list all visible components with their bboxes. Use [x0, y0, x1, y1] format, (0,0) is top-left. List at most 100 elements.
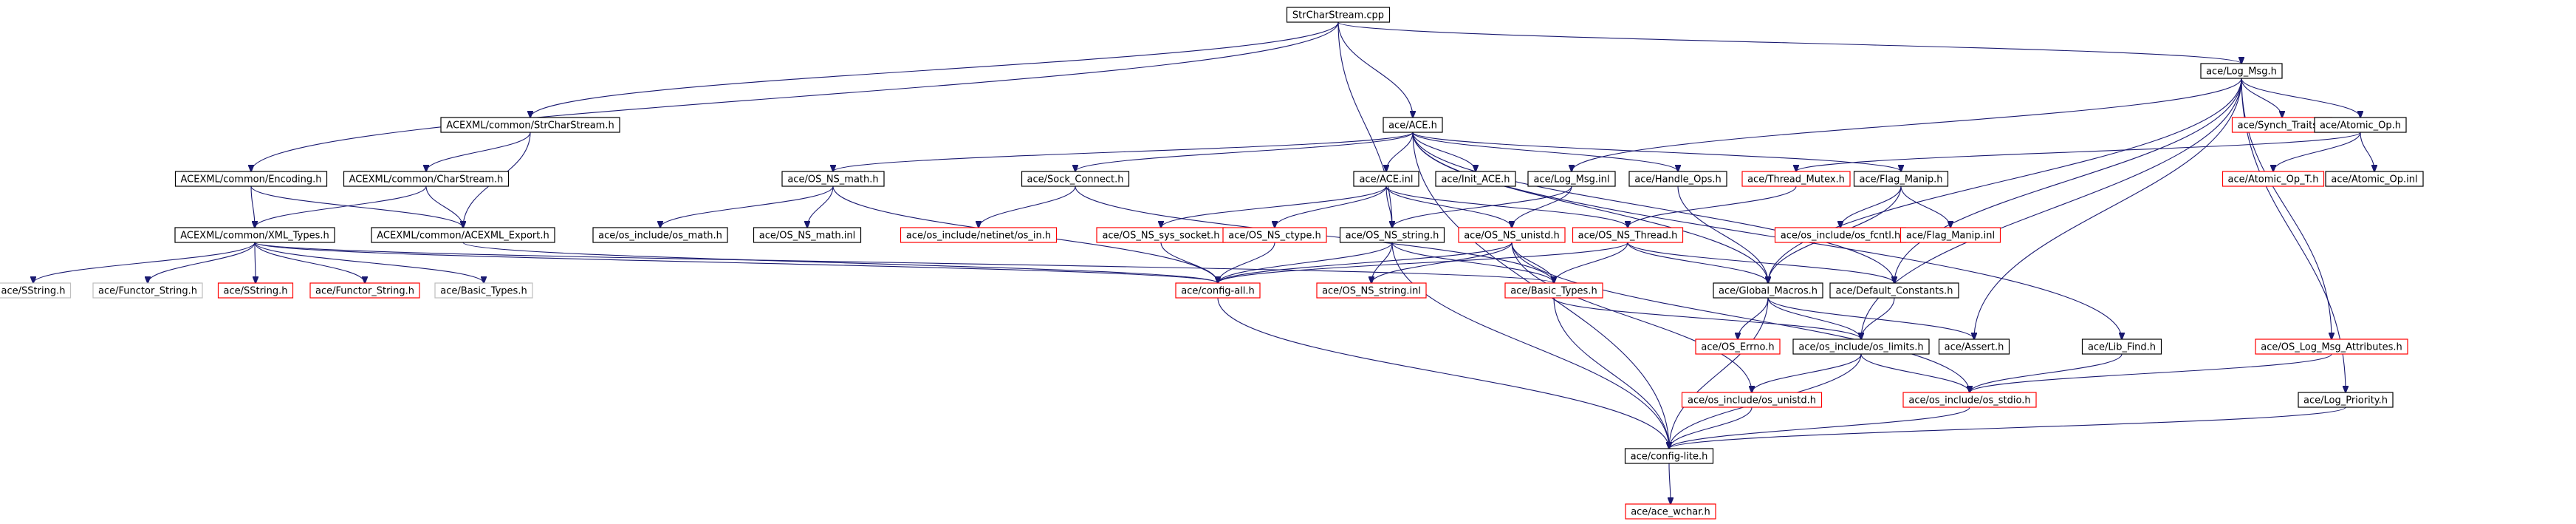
- node-os-errno-h[interactable]: ace/OS_Errno.h: [1695, 338, 1781, 355]
- node-box: [1316, 282, 1427, 299]
- edge-acexml_xml_types_h-to-functor_string_h: [254, 242, 365, 283]
- node-os-ns-string-inl[interactable]: ace/OS_NS_string.inl: [1316, 282, 1427, 299]
- node-atomic-op-inl[interactable]: ace/Atomic_Op.inl: [2325, 171, 2424, 187]
- node-label: ace/Handle_Ops.h: [1634, 174, 1721, 186]
- node-basic-types-h-grey[interactable]: ace/Basic_Types.h: [434, 282, 533, 299]
- edge-log_msg_h-to-synch_traits_h: [2241, 78, 2282, 118]
- edge-atomic_op_h-to-atomic_op_inl: [2360, 132, 2374, 171]
- node-atomic-op-h[interactable]: ace/Atomic_Op.h: [2314, 117, 2407, 133]
- node-os-include-os-fcntl-h[interactable]: ace/os_include/os_fcntl.h: [1774, 227, 1907, 243]
- node-label: ace/Default_Constants.h: [1835, 286, 1953, 297]
- node-sock-connect-h[interactable]: ace/Sock_Connect.h: [1021, 171, 1130, 187]
- node-os-ns-thread-h[interactable]: ace/OS_NS_Thread.h: [1572, 227, 1684, 243]
- node-label: ace/OS_NS_Thread.h: [1578, 231, 1678, 242]
- edge-log_msg_h-to-global_macros_h: [1768, 78, 2242, 283]
- node-log-priority-h[interactable]: ace/Log_Priority.h: [2298, 392, 2394, 408]
- node-os-ns-ctype-h[interactable]: ace/OS_NS_ctype.h: [1222, 227, 1327, 243]
- node-init-ace-h[interactable]: ace/Init_ACE.h: [1435, 171, 1516, 187]
- edge-log_msg_h-to-os_include_os_limits_h: [1861, 78, 2242, 339]
- node-synch-traits-h[interactable]: ace/Synch_Traits.h: [2231, 117, 2333, 133]
- node-ace-inl[interactable]: ace/ACE.inl: [1353, 171, 1419, 187]
- node-flag-manip-h[interactable]: ace/Flag_Manip.h: [1853, 171, 1949, 187]
- node-acexml-encoding-h[interactable]: ACEXML/common/Encoding.h: [174, 171, 328, 187]
- node-label: ace/Log_Msg.inl: [1533, 174, 1609, 186]
- node-assert-h[interactable]: ace/Assert.h: [1938, 338, 2010, 355]
- edge-global_macros_h-to-assert_h: [1767, 297, 1974, 339]
- node-default-constants-h[interactable]: ace/Default_Constants.h: [1829, 282, 1959, 299]
- node-global-macros-h[interactable]: ace/Global_Macros.h: [1713, 282, 1823, 299]
- edge-os_include_os_unistd_h-to-config_lite_h: [1669, 406, 1753, 449]
- node-os-include-os-limits-h[interactable]: ace/os_include/os_limits.h: [1792, 338, 1930, 355]
- node-root[interactable]: StrCharStream.cpp: [1286, 7, 1391, 23]
- node-sstring-h-grey[interactable]: ace/SString.h: [0, 282, 72, 299]
- node-os-ns-unistd-h[interactable]: ace/OS_NS_unistd.h: [1458, 227, 1566, 243]
- node-box: [1383, 117, 1443, 133]
- node-box: [753, 227, 862, 243]
- edge-acexml_export_h-to-config_all_h: [462, 242, 1218, 283]
- node-label: ace/os_include/os_math.h: [598, 231, 722, 242]
- node-functor-string-h[interactable]: ace/Functor_String.h: [309, 282, 420, 299]
- node-box: [1628, 171, 1727, 187]
- node-box: [1681, 392, 1823, 408]
- node-os-log-msg-attributes-h[interactable]: ace/OS_Log_Msg_Attributes.h: [2255, 338, 2408, 355]
- edge-os_ns_math_h-to-os_ns_math_inl: [807, 186, 834, 228]
- node-log-msg-h[interactable]: ace/Log_Msg.h: [2200, 63, 2283, 79]
- node-label: ace/OS_NS_string.h: [1346, 231, 1439, 242]
- node-os-ns-sys-socket-h[interactable]: ace/OS_NS_sys_socket.h: [1096, 227, 1226, 243]
- node-box: [1435, 171, 1516, 187]
- node-os-include-os-math-h[interactable]: ace/os_include/os_math.h: [592, 227, 728, 243]
- node-os-ns-math-inl[interactable]: ace/OS_NS_math.inl: [753, 227, 862, 243]
- node-box: [440, 117, 620, 133]
- node-atomic-op-t-h[interactable]: ace/Atomic_Op_T.h: [2222, 171, 2325, 187]
- node-os-include-os-unistd-h[interactable]: ace/os_include/os_unistd.h: [1681, 392, 1823, 408]
- edge-os_ns_thread_h-to-config_all_h: [1218, 242, 1628, 283]
- node-config-all-h[interactable]: ace/config-all.h: [1175, 282, 1261, 299]
- edge-os_ns_string_h-to-os_ns_string_inl: [1371, 242, 1393, 283]
- node-acexml-strcharstream-h[interactable]: ACEXML/common/StrCharStream.h: [440, 117, 620, 133]
- node-netinet-in-h[interactable]: ace/os_include/netinet/os_in.h: [900, 227, 1058, 243]
- edge-ace_h-to-os_ns_math_h: [833, 132, 1414, 171]
- node-functor-string-h-grey[interactable]: ace/Functor_String.h: [92, 282, 203, 299]
- node-layer: StrCharStream.cpp ace/Log_Msg.hACEXML/com…: [0, 7, 2424, 520]
- node-label: ace/Synch_Traits.h: [2238, 120, 2327, 132]
- edge-os_include_os_limits_h-to-os_include_os_stdio_h: [1860, 353, 1970, 392]
- node-label: ace/Global_Macros.h: [1719, 286, 1818, 297]
- edge-os_ns_unistd_h-to-config_all_h: [1218, 242, 1513, 283]
- node-ace-wchar-h[interactable]: ace/ace_wchar.h: [1625, 503, 1716, 520]
- node-box: [1339, 227, 1445, 243]
- edge-log_msg_h-to-default_constants_h: [1894, 78, 2242, 283]
- node-sstring-h[interactable]: ace/SString.h: [217, 282, 294, 299]
- node-acexml-charstream-h[interactable]: ACEXML/common/CharStream.h: [343, 171, 510, 187]
- edge-os_ns_string_h-to-config_all_h: [1218, 242, 1393, 283]
- node-label: ace/ace_wchar.h: [1631, 507, 1710, 518]
- node-box: [1527, 171, 1616, 187]
- node-os-ns-math-h[interactable]: ace/OS_NS_math.h: [781, 171, 885, 187]
- edge-acexml_xml_types_h-to-sstring_h: [255, 242, 256, 283]
- node-os-ns-string-h[interactable]: ace/OS_NS_string.h: [1339, 227, 1445, 243]
- node-os-include-os-stdio-h[interactable]: ace/os_include/os_stdio.h: [1902, 392, 2037, 408]
- node-handle-ops-h[interactable]: ace/Handle_Ops.h: [1628, 171, 1727, 187]
- node-lib-find-h[interactable]: ace/Lib_Find.h: [2081, 338, 2162, 355]
- node-log-msg-inl[interactable]: ace/Log_Msg.inl: [1527, 171, 1616, 187]
- edge-os_log_msg_attributes_h-to-os_include_os_stdio_h: [1970, 353, 2332, 392]
- node-box: [2200, 63, 2283, 79]
- edge-config_all_h-to-config_lite_h: [1217, 297, 1669, 449]
- node-box: [2222, 171, 2325, 187]
- edge-acexml_xml_types_h-to-sstring_h_grey: [33, 242, 256, 283]
- node-label: ace/Sock_Connect.h: [1027, 174, 1124, 186]
- edge-log_msg_h-to-atomic_op_h: [2241, 78, 2360, 118]
- node-label: ace/Atomic_Op_T.h: [2228, 174, 2319, 186]
- node-acexml-export-h[interactable]: ACEXML/common/ACEXML_Export.h: [371, 227, 555, 243]
- node-acexml-xml-types-h[interactable]: ACEXML/common/XML_Types.h: [174, 227, 335, 243]
- node-label: ace/os_include/os_limits.h: [1798, 342, 1923, 353]
- node-ace-h[interactable]: ace/ACE.h: [1383, 117, 1443, 133]
- node-label: ace/os_include/os_stdio.h: [1908, 395, 2030, 406]
- node-thread-mutex-h[interactable]: ace/Thread_Mutex.h: [1741, 171, 1851, 187]
- node-basic-types-h[interactable]: ace/Basic_Types.h: [1504, 282, 1603, 299]
- node-flag-manip-inl[interactable]: ace/Flag_Manip.inl: [1900, 227, 2001, 243]
- edge-ace_inl-to-os_ns_sys_socket_h: [1161, 186, 1387, 228]
- edge-ace_inl-to-os_ns_ctype_h: [1275, 186, 1387, 228]
- edge-acexml_xml_types_h-to-functor_string_h_grey: [148, 242, 256, 283]
- node-config-lite-h[interactable]: ace/config-lite.h: [1624, 448, 1714, 464]
